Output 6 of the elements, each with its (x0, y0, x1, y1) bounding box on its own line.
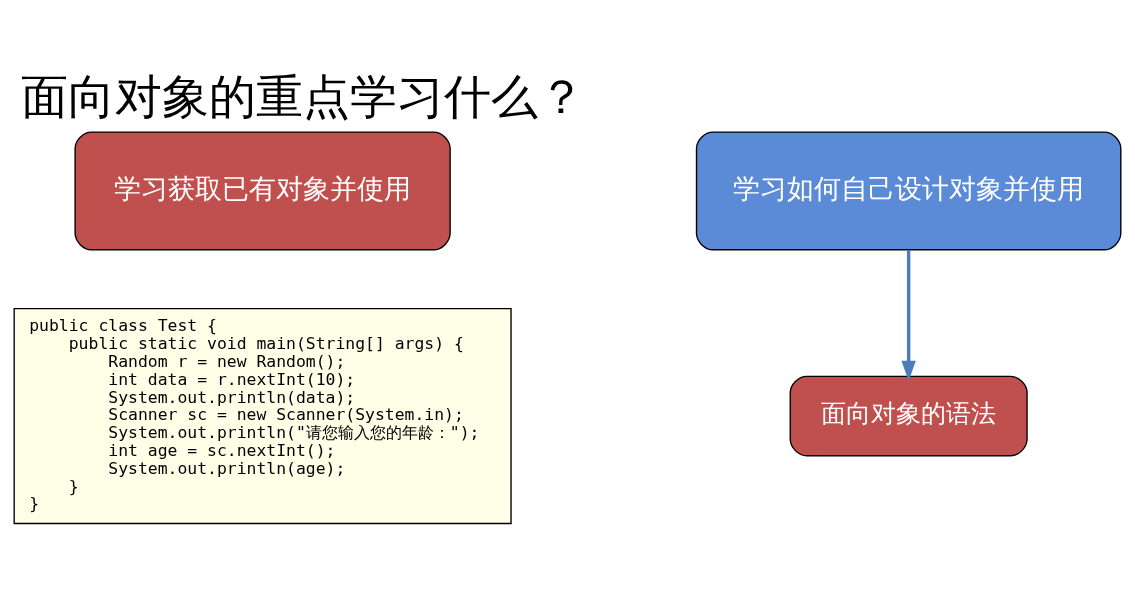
node-box: 学习如何自己设计对象并使用 (695, 130, 1122, 250)
node-box: 学习获取已有对象并使用 (74, 130, 451, 250)
diagram-title: 面向对象的重点学习什么？ (20, 69, 585, 124)
node-box: 面向对象的语法 (789, 375, 1028, 456)
arrow (901, 249, 916, 381)
node-box: public class Test { public static void main(String[] args) { Random r = new Random(); int data = r.nextInt(10); System.out.println(data); Scanner sc = new Scanner(System.in); System.out.println("请您输入您的年龄："); int age = sc.nextInt(); System.out.println(age); } } (13, 307, 512, 524)
